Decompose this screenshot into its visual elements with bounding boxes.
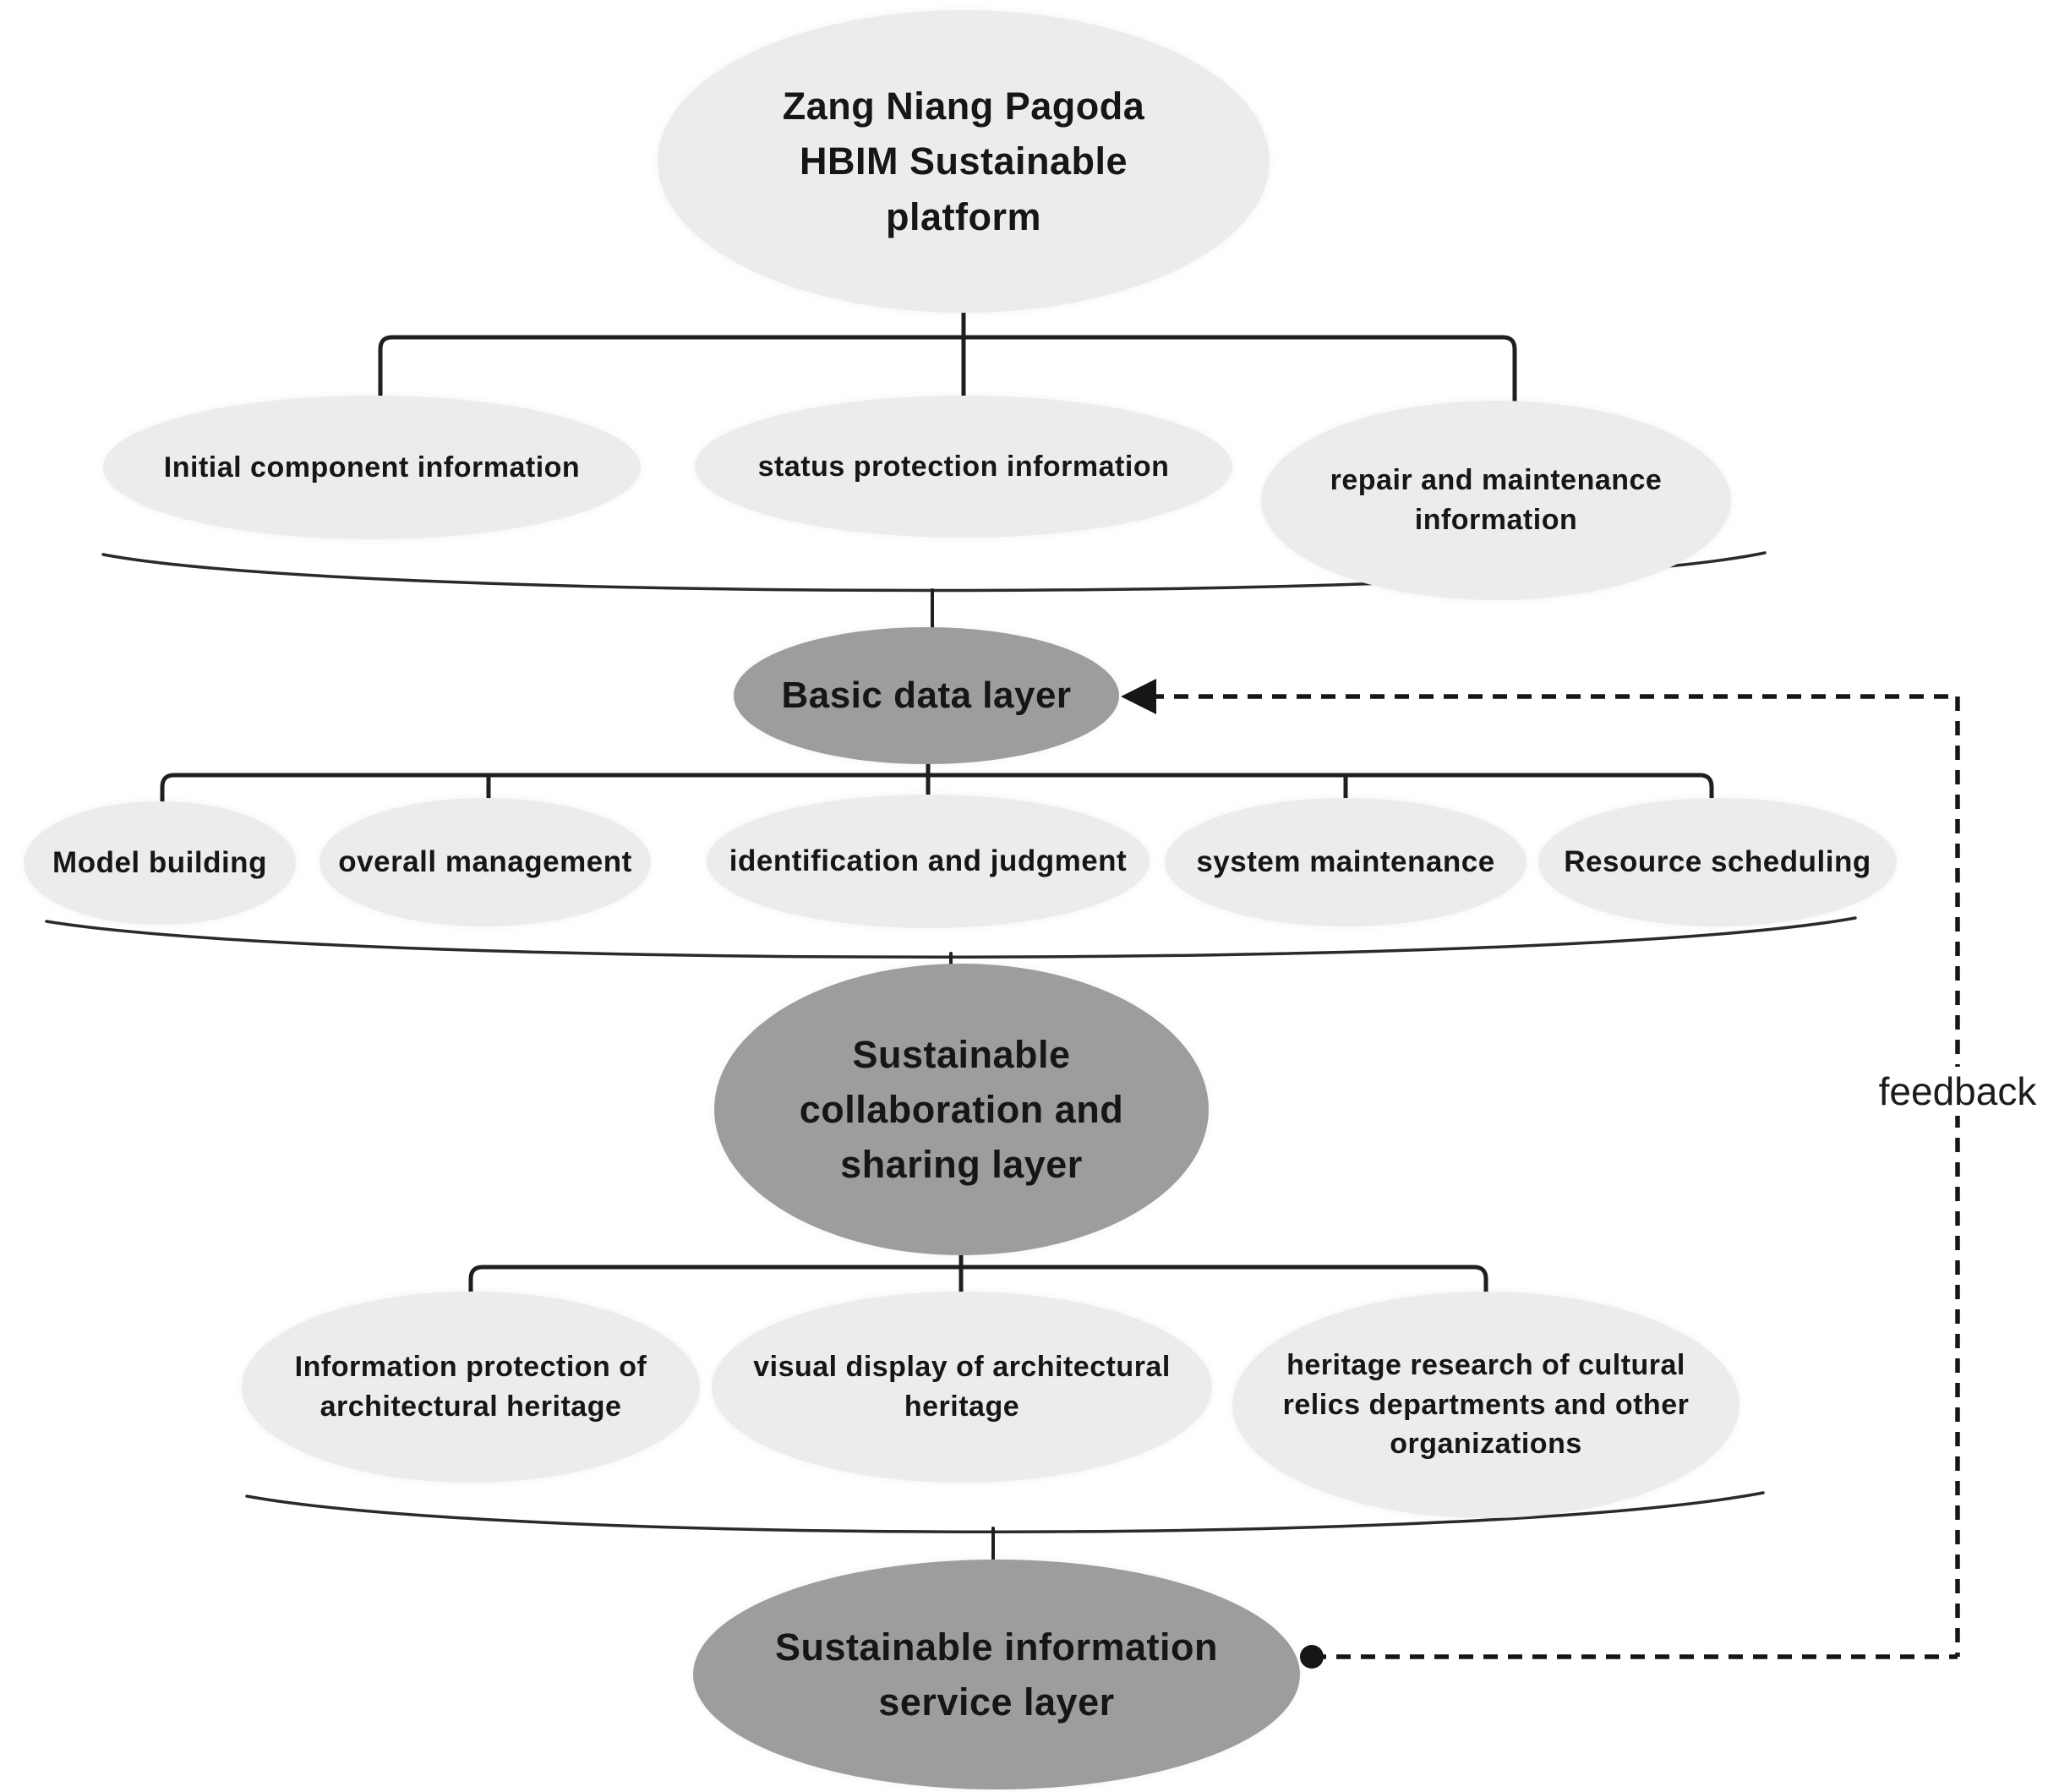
node-resource-label: Resource scheduling: [1564, 845, 1871, 879]
node-info-protection-label: Information protection of architectural …: [294, 1351, 647, 1423]
node-identification-judgment: identification and judgment: [707, 795, 1150, 928]
node-collaboration-layer: Sustainable collaboration and sharing la…: [714, 964, 1209, 1255]
node-overall-label: overall management: [338, 845, 632, 879]
node-initial-label: Initial component information: [163, 451, 581, 484]
node-repair-maintenance-information: repair and maintenance information: [1261, 401, 1731, 600]
node-repair-label: repair and maintenance information: [1330, 464, 1663, 536]
node-system-maintenance: system maintenance: [1165, 798, 1526, 926]
node-model-building: Model building: [24, 801, 296, 925]
node-system-label: system maintenance: [1196, 845, 1495, 879]
node-overall-management: overall management: [320, 798, 651, 926]
node-platform: Zang Niang Pagoda HBIM Sustainable platf…: [658, 10, 1270, 313]
node-status-protection-information: status protection information: [695, 396, 1232, 538]
node-basic-data-layer: Basic data layer: [734, 627, 1119, 764]
feedback-label: feedback: [1871, 1067, 2044, 1116]
node-basic-label: Basic data layer: [781, 674, 1072, 716]
node-information-protection: Information protection of architectural …: [242, 1292, 700, 1483]
node-visual-display-label: visual display of architectural heritage: [753, 1351, 1171, 1423]
node-platform-label: Zang Niang Pagoda HBIM Sustainable platf…: [782, 85, 1145, 238]
node-heritage-research-label: heritage research of cultural relics dep…: [1282, 1348, 1690, 1461]
node-visual-display: visual display of architectural heritage: [712, 1292, 1212, 1483]
node-service-layer: Sustainable information service layer: [693, 1560, 1300, 1789]
node-model-label: Model building: [52, 846, 267, 880]
connector-row4-bracket: [468, 1265, 1488, 1304]
node-heritage-research: heritage research of cultural relics dep…: [1232, 1292, 1740, 1518]
connector-row2-bracket: [378, 335, 1517, 410]
node-initial-component-information: Initial component information: [103, 396, 641, 539]
feedback-origin-dot-icon: [1300, 1645, 1324, 1669]
node-resource-scheduling: Resource scheduling: [1538, 798, 1897, 926]
node-service-label: Sustainable information service layer: [774, 1625, 1219, 1724]
gather-curve-row4: [245, 1491, 1765, 1533]
node-identification-label: identification and judgment: [729, 844, 1128, 878]
node-collaboration-label: Sustainable collaboration and sharing la…: [799, 1032, 1124, 1187]
feedback-arrowhead-icon: [1121, 679, 1156, 714]
connector-row3-bracket: [160, 773, 1714, 807]
node-status-label: status protection information: [757, 450, 1170, 483]
